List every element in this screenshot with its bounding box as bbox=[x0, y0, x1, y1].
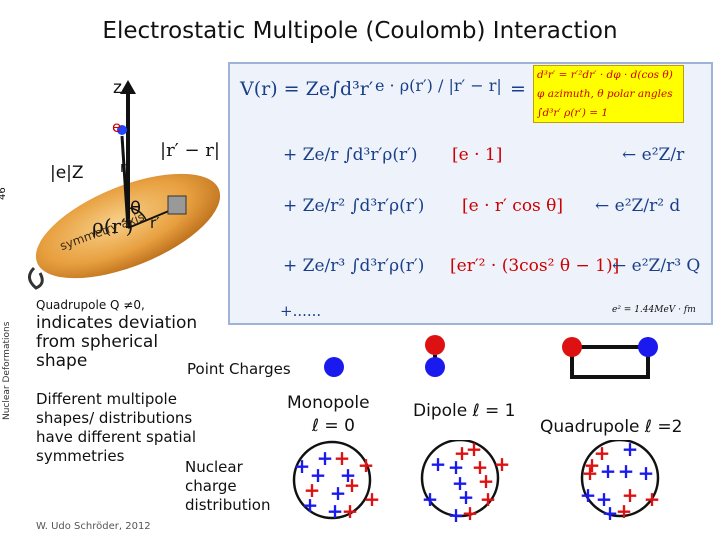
svg-text:+: + bbox=[458, 485, 475, 509]
svg-text:+: + bbox=[448, 503, 465, 527]
svg-text:+: + bbox=[580, 483, 597, 507]
monopole-charge bbox=[324, 357, 344, 377]
potential-lhs: V(r) = Ze∫d³r′ bbox=[240, 78, 374, 100]
svg-text:+: + bbox=[294, 454, 311, 478]
svg-text:+: + bbox=[452, 471, 469, 495]
side-label: Nuclear Deformations bbox=[2, 321, 12, 420]
svg-text:+: + bbox=[596, 487, 613, 511]
definition-angles: φ azimuth, θ polar angles bbox=[537, 88, 673, 100]
svg-text:+: + bbox=[644, 487, 661, 511]
quadrupole-charge-1 bbox=[562, 337, 582, 357]
svg-text:+: + bbox=[622, 483, 639, 507]
slide-number: 46 bbox=[0, 187, 8, 200]
definitions-box: d³r′ = r′²dr′ · dφ · d(cos θ) φ azimuth,… bbox=[533, 65, 684, 123]
quadrupole-label: Quadrupole ℓ =2 bbox=[540, 417, 683, 437]
definition-normalization: ∫d³r′ ρ(r′) = 1 bbox=[537, 107, 609, 119]
svg-text:+: + bbox=[466, 440, 483, 461]
monopole-term-bracket: [e · 1] bbox=[452, 145, 503, 165]
svg-text:+: + bbox=[334, 446, 351, 470]
svg-text:+: + bbox=[584, 453, 601, 477]
slide-title: Electrostatic Multipole (Coulomb) Intera… bbox=[102, 18, 618, 44]
quadrupole-term-bracket: [er′² · (3cos² θ − 1)] bbox=[450, 256, 620, 276]
rvec-label: r bbox=[120, 160, 126, 176]
author-credit: W. Udo Schröder, 2012 bbox=[36, 521, 151, 532]
equals-sign: = bbox=[510, 78, 526, 100]
svg-text:+: + bbox=[602, 501, 619, 525]
svg-text:+: + bbox=[364, 487, 381, 511]
svg-text:+: + bbox=[454, 441, 471, 465]
symmetry-text: Different multipole shapes/ distribution… bbox=[36, 390, 196, 465]
rho-label: ρ(r′) bbox=[92, 214, 134, 238]
svg-text:+: + bbox=[478, 469, 495, 493]
definition-volume: d³r′ = r′²dr′ · dφ · d(cos θ) bbox=[537, 69, 673, 81]
potential-fraction: e · ρ(r′) / |r′ − r| bbox=[375, 76, 502, 95]
svg-text:+: + bbox=[600, 459, 617, 483]
distance-label: |r′ − r| bbox=[160, 140, 220, 161]
svg-text:+: + bbox=[582, 461, 599, 485]
svg-text:+: + bbox=[344, 473, 361, 497]
svg-text:+: + bbox=[304, 478, 321, 502]
deviation-text: indicates deviation from spherical shape bbox=[36, 313, 198, 371]
charge-distributions: +++ +++ +++ ++++ +++ +++ ++ +++ ++ ++ ++… bbox=[292, 440, 661, 527]
more-terms: +...... bbox=[280, 302, 322, 320]
svg-text:+: + bbox=[340, 463, 357, 487]
monopole-term-result: ← e²Z/r bbox=[622, 145, 685, 165]
quadrupole-note: Quadrupole Q ≠0, bbox=[36, 298, 145, 312]
electron-dot bbox=[117, 125, 127, 135]
dipole-term-result: ← e²Z/r² d bbox=[595, 196, 681, 216]
svg-text:+: + bbox=[622, 440, 639, 461]
quadrupole-term-lhs: + Ze/r³ ∫d³r′ρ(r′) bbox=[283, 256, 425, 276]
svg-text:+: + bbox=[342, 499, 359, 523]
quadrupole-charge-2 bbox=[638, 337, 658, 357]
svg-text:+: + bbox=[462, 501, 479, 525]
z-label: z bbox=[113, 78, 122, 98]
svg-text:+: + bbox=[310, 463, 327, 487]
coulomb-constant: e² = 1.44MeV · fm bbox=[612, 305, 696, 315]
svg-text:+: + bbox=[480, 487, 497, 511]
point-charges-label: Point Charges bbox=[187, 360, 291, 378]
volume-element-icon bbox=[167, 195, 187, 215]
svg-text:+: + bbox=[472, 455, 489, 479]
theta-label: θ bbox=[130, 198, 142, 219]
svg-text:+: + bbox=[594, 441, 611, 465]
dipole-charge-blue bbox=[425, 357, 445, 377]
nuclear-charge-label: Nuclear charge distribution bbox=[185, 458, 271, 514]
svg-text:+: + bbox=[448, 455, 465, 479]
point-charges-row bbox=[324, 335, 658, 379]
dipole-charge-red bbox=[425, 335, 445, 355]
rprime-label: r′ bbox=[150, 214, 160, 232]
dipole-term-lhs: + Ze/r² ∫d³r′ρ(r′) bbox=[283, 196, 425, 216]
charge-label: |e|Z bbox=[50, 163, 84, 183]
svg-text:+: + bbox=[494, 452, 511, 476]
dipole-label: Dipole ℓ = 1 bbox=[413, 401, 516, 421]
electron-label: e bbox=[112, 118, 122, 136]
svg-text:+: + bbox=[638, 461, 655, 485]
svg-text:+: + bbox=[430, 452, 447, 476]
svg-text:+: + bbox=[317, 446, 334, 470]
svg-text:+: + bbox=[616, 499, 633, 523]
quadrupole-term-result: ← e²Z/r³ Q bbox=[612, 256, 701, 276]
svg-text:+: + bbox=[302, 493, 319, 517]
svg-text:+: + bbox=[327, 499, 344, 523]
monopole-term-lhs: + Ze/r ∫d³r′ρ(r′) bbox=[283, 145, 418, 165]
dipole-term-bracket: [e · r′ cos θ] bbox=[462, 196, 564, 216]
nucleus-diagram bbox=[28, 80, 221, 290]
svg-text:+: + bbox=[358, 453, 375, 477]
svg-text:+: + bbox=[618, 459, 635, 483]
monopole-label: Monopole bbox=[287, 393, 370, 413]
svg-text:+: + bbox=[422, 487, 439, 511]
monopole-l-label: ℓ = 0 bbox=[312, 416, 355, 436]
svg-text:+: + bbox=[330, 481, 347, 505]
r-vector-arrow bbox=[120, 135, 130, 229]
